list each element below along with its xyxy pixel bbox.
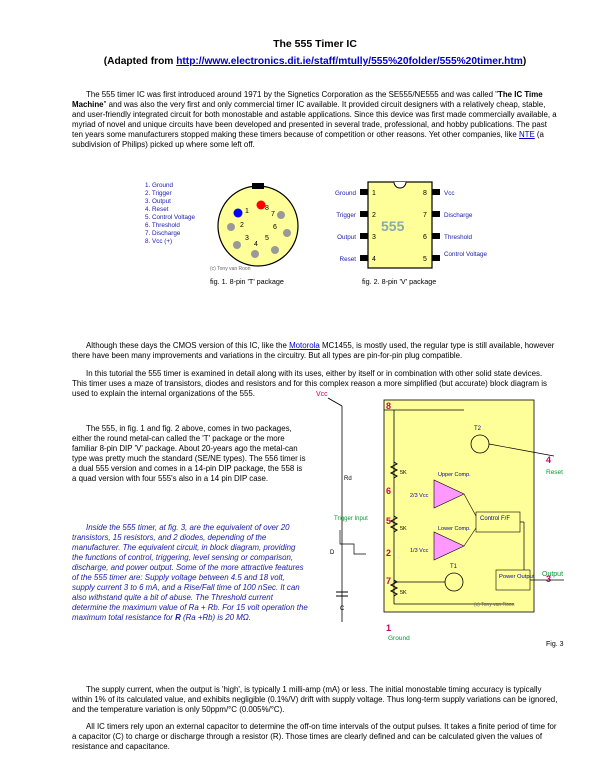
motorola-link[interactable]: Motorola xyxy=(289,341,320,350)
nte-link[interactable]: NTE xyxy=(518,130,535,140)
fig1-legend-item: 1. Ground xyxy=(145,182,174,189)
ref-lower-label: 1/3 Vcc xyxy=(410,548,429,554)
svg-text:8: 8 xyxy=(265,205,269,212)
fig1-legend-item: 7. Discharge xyxy=(145,230,181,237)
fig1-legend-item: 6. Threshold xyxy=(145,222,180,229)
cmos-paragraph: Although these days the CMOS version of … xyxy=(72,341,555,361)
internals-paragraph: Inside the 555 timer, at fig. 3, are the… xyxy=(72,523,308,622)
t1-label: T1 xyxy=(450,564,458,570)
dip-pin-label: Output xyxy=(337,234,356,241)
package-figures-svg: 1. Ground 2. Trigger 3. Output 4. Reset … xyxy=(145,181,488,286)
svg-text:1: 1 xyxy=(372,190,376,197)
cap-label: C xyxy=(340,606,345,612)
fig1-legend-item: 3. Output xyxy=(145,198,171,205)
svg-text:2: 2 xyxy=(240,222,244,229)
fig3-credit: (c) Tony van Roon xyxy=(474,602,515,608)
ground-label: Ground xyxy=(388,635,410,642)
lower-comp-label: Lower Comp. xyxy=(438,526,471,532)
document-page: The 555 Timer IC (Adapted from http://ww… xyxy=(72,38,564,751)
r3-label: 5K xyxy=(400,590,407,596)
fig1-caption: fig. 1. 8-pin 'T' package xyxy=(210,277,284,286)
output-label: Output xyxy=(542,571,563,578)
block-diagram-fig3: Vcc Rd 5K 5K 5K 8 6 5 2 7 1 4 xyxy=(314,384,574,654)
page-title: The 555 Timer IC xyxy=(273,38,357,50)
dip-pin-label: Control Voltage xyxy=(444,251,488,258)
control-ff xyxy=(475,511,521,533)
fig1-legend-item: 8. Vcc (+) xyxy=(145,238,172,245)
page-subtitle: (Adapted from http://www.electronics.dit… xyxy=(72,55,558,68)
r1-label: 5K xyxy=(400,470,407,476)
pin-4-label: 4 xyxy=(546,455,551,465)
t2-label: T2 xyxy=(474,426,482,432)
svg-text:8: 8 xyxy=(423,190,427,197)
supply-paragraph: The supply current, when the output is '… xyxy=(72,685,558,715)
fig1-legend-item: 5. Control Voltage xyxy=(145,214,196,221)
t1-transistor-icon xyxy=(444,572,464,592)
pin-8-label: 8 xyxy=(386,401,391,411)
svg-text:7: 7 xyxy=(423,212,427,219)
power-output-label: Power Output xyxy=(499,574,535,580)
packages-paragraph-intro: In this tutorial the 555 timer is examin… xyxy=(72,369,547,399)
dip-pin-label: Vcc xyxy=(444,190,455,197)
svg-text:4: 4 xyxy=(254,241,258,248)
fig2-caption: fig. 2. 8-pin 'V' package xyxy=(362,277,436,286)
svg-text:5: 5 xyxy=(423,256,427,263)
pin-1-label: 1 xyxy=(386,623,391,633)
upper-comparator xyxy=(433,479,465,509)
intro-paragraph: The 555 timer IC was first introduced ar… xyxy=(72,90,557,150)
svg-text:4: 4 xyxy=(372,256,376,263)
dip-pin-label: Ground xyxy=(335,190,357,197)
time-machine-text: The IC Time Machine xyxy=(72,90,543,110)
capacitor-paragraph: All IC timers rely upon an external capa… xyxy=(72,722,557,752)
rd-label: Rd xyxy=(344,476,352,482)
upper-comp-label: Upper Comp. xyxy=(438,472,471,478)
fig3-caption: Fig. 3 xyxy=(546,641,564,648)
metal-can-package: 1 2 3 4 5 6 7 8 (c) Tony van Roon xyxy=(210,183,299,272)
d-label: D xyxy=(330,550,335,556)
packages-paragraph: The 555, in fig. 1 and fig. 2 above, com… xyxy=(72,424,306,484)
pin-5-label: 5 xyxy=(386,516,391,526)
r2-label: 5K xyxy=(400,526,407,532)
dip-pin-label: Discharge xyxy=(444,212,473,219)
source-link[interactable]: http://www.electronics.dit.ie/staff/mtul… xyxy=(176,56,523,67)
svg-text:3: 3 xyxy=(372,234,376,241)
subtitle-suffix: ) xyxy=(522,56,527,67)
dip-package: 555 1 2 3 4 8 7 6 5 G xyxy=(335,181,488,269)
package-figures: 1. Ground 2. Trigger 3. Output 4. Reset … xyxy=(140,178,510,318)
control-ff-label: Control F/F xyxy=(480,516,510,522)
dip-pin-label: Trigger xyxy=(336,212,356,219)
fig1-legend: 1. Ground 2. Trigger 3. Output 4. Reset … xyxy=(145,182,196,245)
ref-upper-label: 2/3 Vcc xyxy=(410,493,429,499)
dip-pin-label: Reset xyxy=(340,256,357,263)
pin-2-label: 2 xyxy=(386,548,391,558)
svg-text:3: 3 xyxy=(245,235,249,242)
t2-transistor-icon xyxy=(470,434,490,454)
power-output-block xyxy=(495,569,531,591)
svg-text:1: 1 xyxy=(245,208,249,215)
block-diagram-svg: Vcc Rd 5K 5K 5K 8 6 5 2 7 1 4 xyxy=(316,391,564,648)
svg-text:6: 6 xyxy=(273,224,277,231)
tab-icon xyxy=(252,183,264,189)
svg-text:6: 6 xyxy=(423,234,427,241)
subtitle-prefix: (Adapted from xyxy=(103,56,177,67)
fig1-legend-item: 4. Reset xyxy=(145,206,169,213)
dip-pin-label: Threshold xyxy=(444,234,472,241)
reset-label: Reset xyxy=(546,469,563,476)
pin-6-label: 6 xyxy=(386,486,391,496)
lower-comparator xyxy=(433,531,465,561)
chip-label: 555 xyxy=(381,218,405,234)
svg-text:7: 7 xyxy=(271,211,275,218)
trigger-label: Trigger Input xyxy=(334,516,368,522)
pin-7-label: 7 xyxy=(386,576,391,586)
fig1-legend-item: 2. Trigger xyxy=(145,190,172,197)
svg-text:2: 2 xyxy=(372,212,376,219)
fig1-credit: (c) Tony van Roon xyxy=(210,266,251,272)
svg-text:5: 5 xyxy=(265,235,269,242)
pin-3-label: 3 xyxy=(546,574,551,584)
vcc-label: Vcc xyxy=(316,391,328,398)
